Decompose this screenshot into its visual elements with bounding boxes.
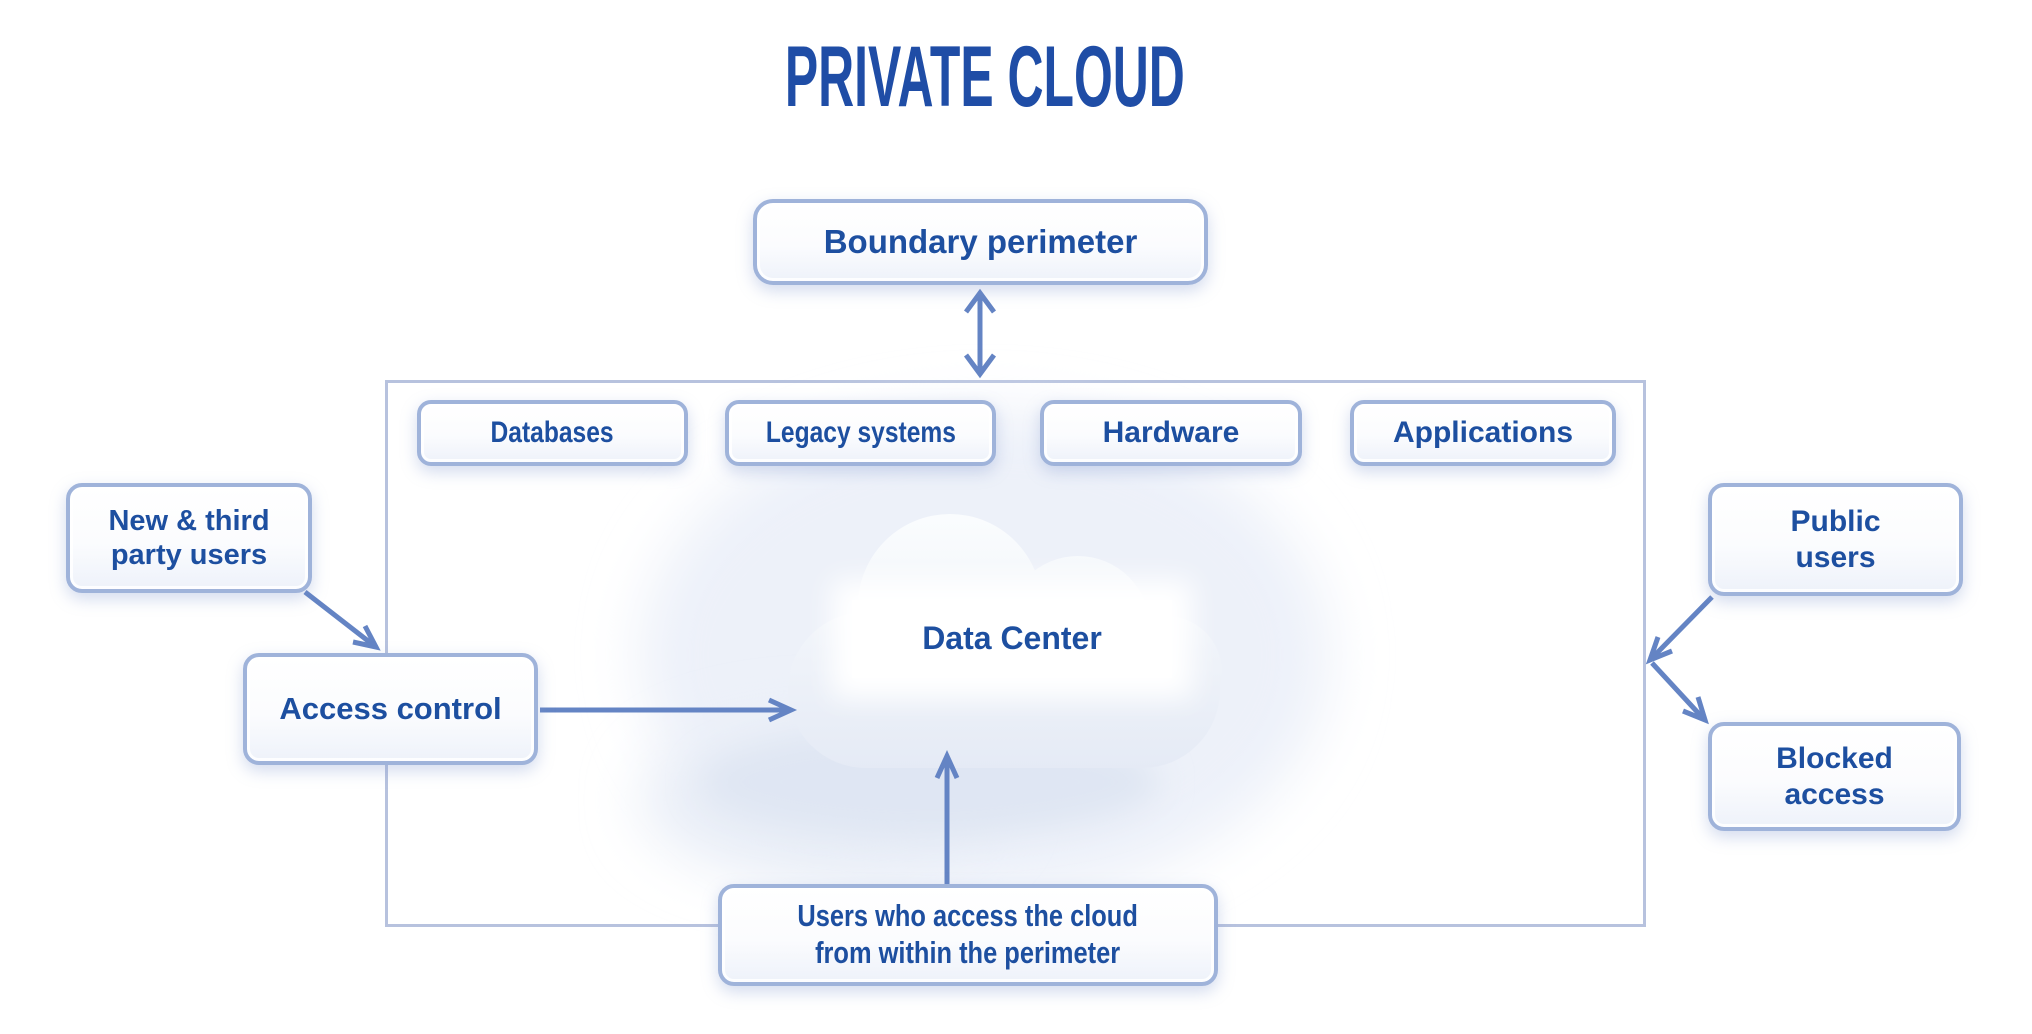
boundary-perimeter-label: Boundary perimeter [823,222,1138,260]
boundary-perimeter-box: Boundary perimeter [753,199,1208,285]
data-center-label-area: Data Center [852,600,1172,678]
page-title-text: PRIVATE CLOUD [785,29,1185,125]
arrow-boundary-to-container [963,288,997,379]
hardware-label: Hardware [1102,416,1240,450]
internal-users-label: Users who access the cloud from within t… [797,898,1139,970]
public-users-box: Public users [1708,483,1963,596]
databases-label: Databases [490,416,615,450]
applications-label: Applications [1392,416,1573,450]
blocked-access-box: Blocked access [1708,722,1961,831]
public-users-label: Public users [1790,505,1881,574]
internal-users-box: Users who access the cloud from within t… [718,884,1218,986]
applications-box: Applications [1350,400,1616,466]
page-title: PRIVATE CLOUD [0,34,1970,120]
data-center-label: Data Center [922,620,1102,657]
new-third-party-users-label: New & third party users [108,504,270,571]
hardware-box: Hardware [1040,400,1302,466]
databases-box: Databases [417,400,688,466]
access-control-box: Access control [243,653,538,765]
legacy-systems-box: Legacy systems [725,400,996,466]
arrow-new-users-to-access-control [303,590,381,651]
arrow-public-users-to-perimeter [1645,595,1714,665]
access-control-label: Access control [279,690,502,726]
blocked-access-label: Blocked access [1776,742,1893,811]
new-third-party-users-box: New & third party users [66,483,312,593]
legacy-systems-label: Legacy systems [765,416,956,450]
arrow-perimeter-to-blocked-access [1650,661,1709,725]
